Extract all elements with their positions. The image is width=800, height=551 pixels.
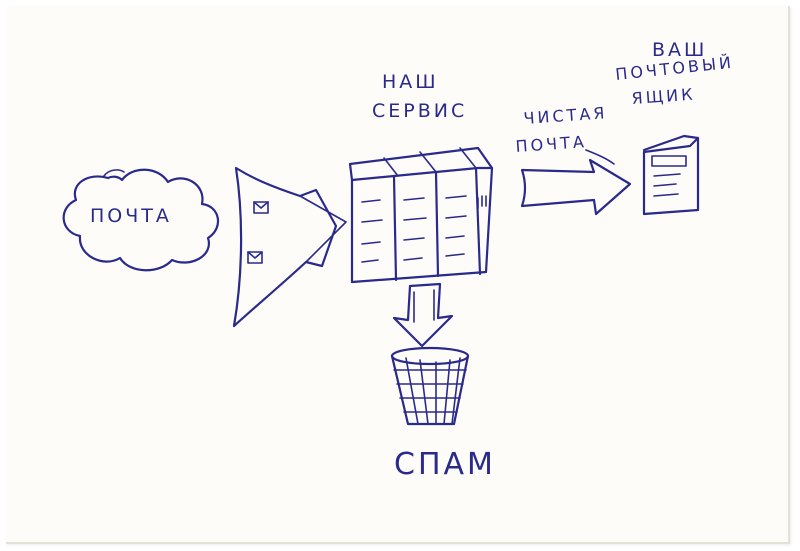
server-icon (348, 146, 494, 284)
clean-mail-arrow (520, 158, 632, 216)
envelope-icon (253, 201, 269, 214)
spam-label: СПАМ (394, 447, 496, 482)
trash-bin-icon (390, 346, 470, 426)
clean-mail-label-line1: ЧИСТАЯ (523, 103, 608, 128)
mailbox-label-line1: ВАШ (652, 39, 707, 61)
envelope-icon (247, 251, 263, 264)
clean-mail-label-line2: ПОЧТА (515, 132, 587, 156)
incoming-arrow (232, 166, 347, 328)
spam-arrow (392, 282, 454, 348)
mailbox-label-line3: ЯЩИК (631, 85, 696, 108)
paper-sheet (6, 6, 790, 544)
mail-label: ПОЧТА (90, 205, 172, 227)
pointer-line (585, 149, 615, 165)
service-label-line2: СЕРВИС (372, 100, 467, 122)
mailbox-icon (642, 134, 700, 216)
mail-cloud (62, 168, 219, 272)
service-label-line1: НАШ (382, 71, 439, 93)
